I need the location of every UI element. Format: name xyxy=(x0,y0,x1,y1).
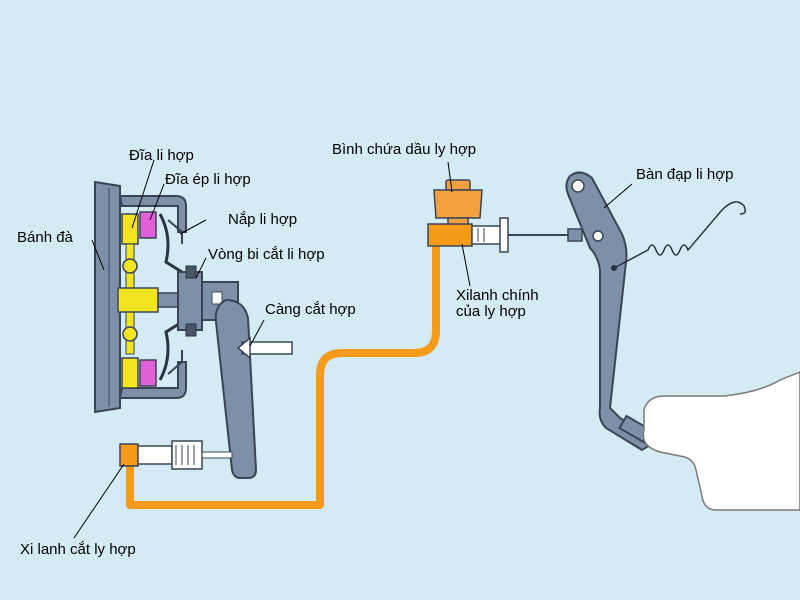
fluid-reservoir xyxy=(433,179,483,227)
release-bearing-label: Vòng bi cắt li hợp xyxy=(208,246,325,263)
pressure-plate-upper xyxy=(139,211,157,239)
clutch-disc-upper xyxy=(121,213,139,245)
flywheel xyxy=(94,180,121,414)
master-cylinder xyxy=(427,217,583,253)
pressure-plate-lower xyxy=(139,359,157,387)
pushrod-pin xyxy=(592,230,604,242)
clutch-hub xyxy=(117,287,159,313)
return-spring xyxy=(613,201,747,269)
release-fork-label: Càng cắt hợp xyxy=(265,301,356,318)
clutch-cover-label: Nắp li hợp xyxy=(228,211,298,228)
driver-shoe xyxy=(642,371,800,511)
slave-cylinder-label: Xi lanh cắt ly hợp xyxy=(20,541,136,558)
diaphragm-spring xyxy=(158,213,183,381)
pressure-plate-label: Đĩa ép li hợp xyxy=(165,171,251,188)
pedal-pivot xyxy=(571,179,585,193)
master-cylinder-label-line2: của ly hợp xyxy=(456,303,526,320)
flywheel-label: Bánh đà xyxy=(17,229,73,246)
reservoir-label: Bình chứa dầu ly hợp xyxy=(332,141,477,158)
leader-lines xyxy=(73,159,633,539)
pedal-arm xyxy=(565,171,660,452)
clutch-disc-lower xyxy=(121,357,139,389)
release-fork xyxy=(214,298,258,479)
master-cylinder-label-line1: Xilanh chính xyxy=(456,287,539,304)
pedal-label: Bàn đạp li hợp xyxy=(636,166,734,183)
slave-cylinder xyxy=(119,440,233,470)
clutch-cover xyxy=(118,195,187,399)
clutch-disc-label: Đĩa li hợp xyxy=(129,147,194,164)
hydraulic-line xyxy=(126,232,440,509)
